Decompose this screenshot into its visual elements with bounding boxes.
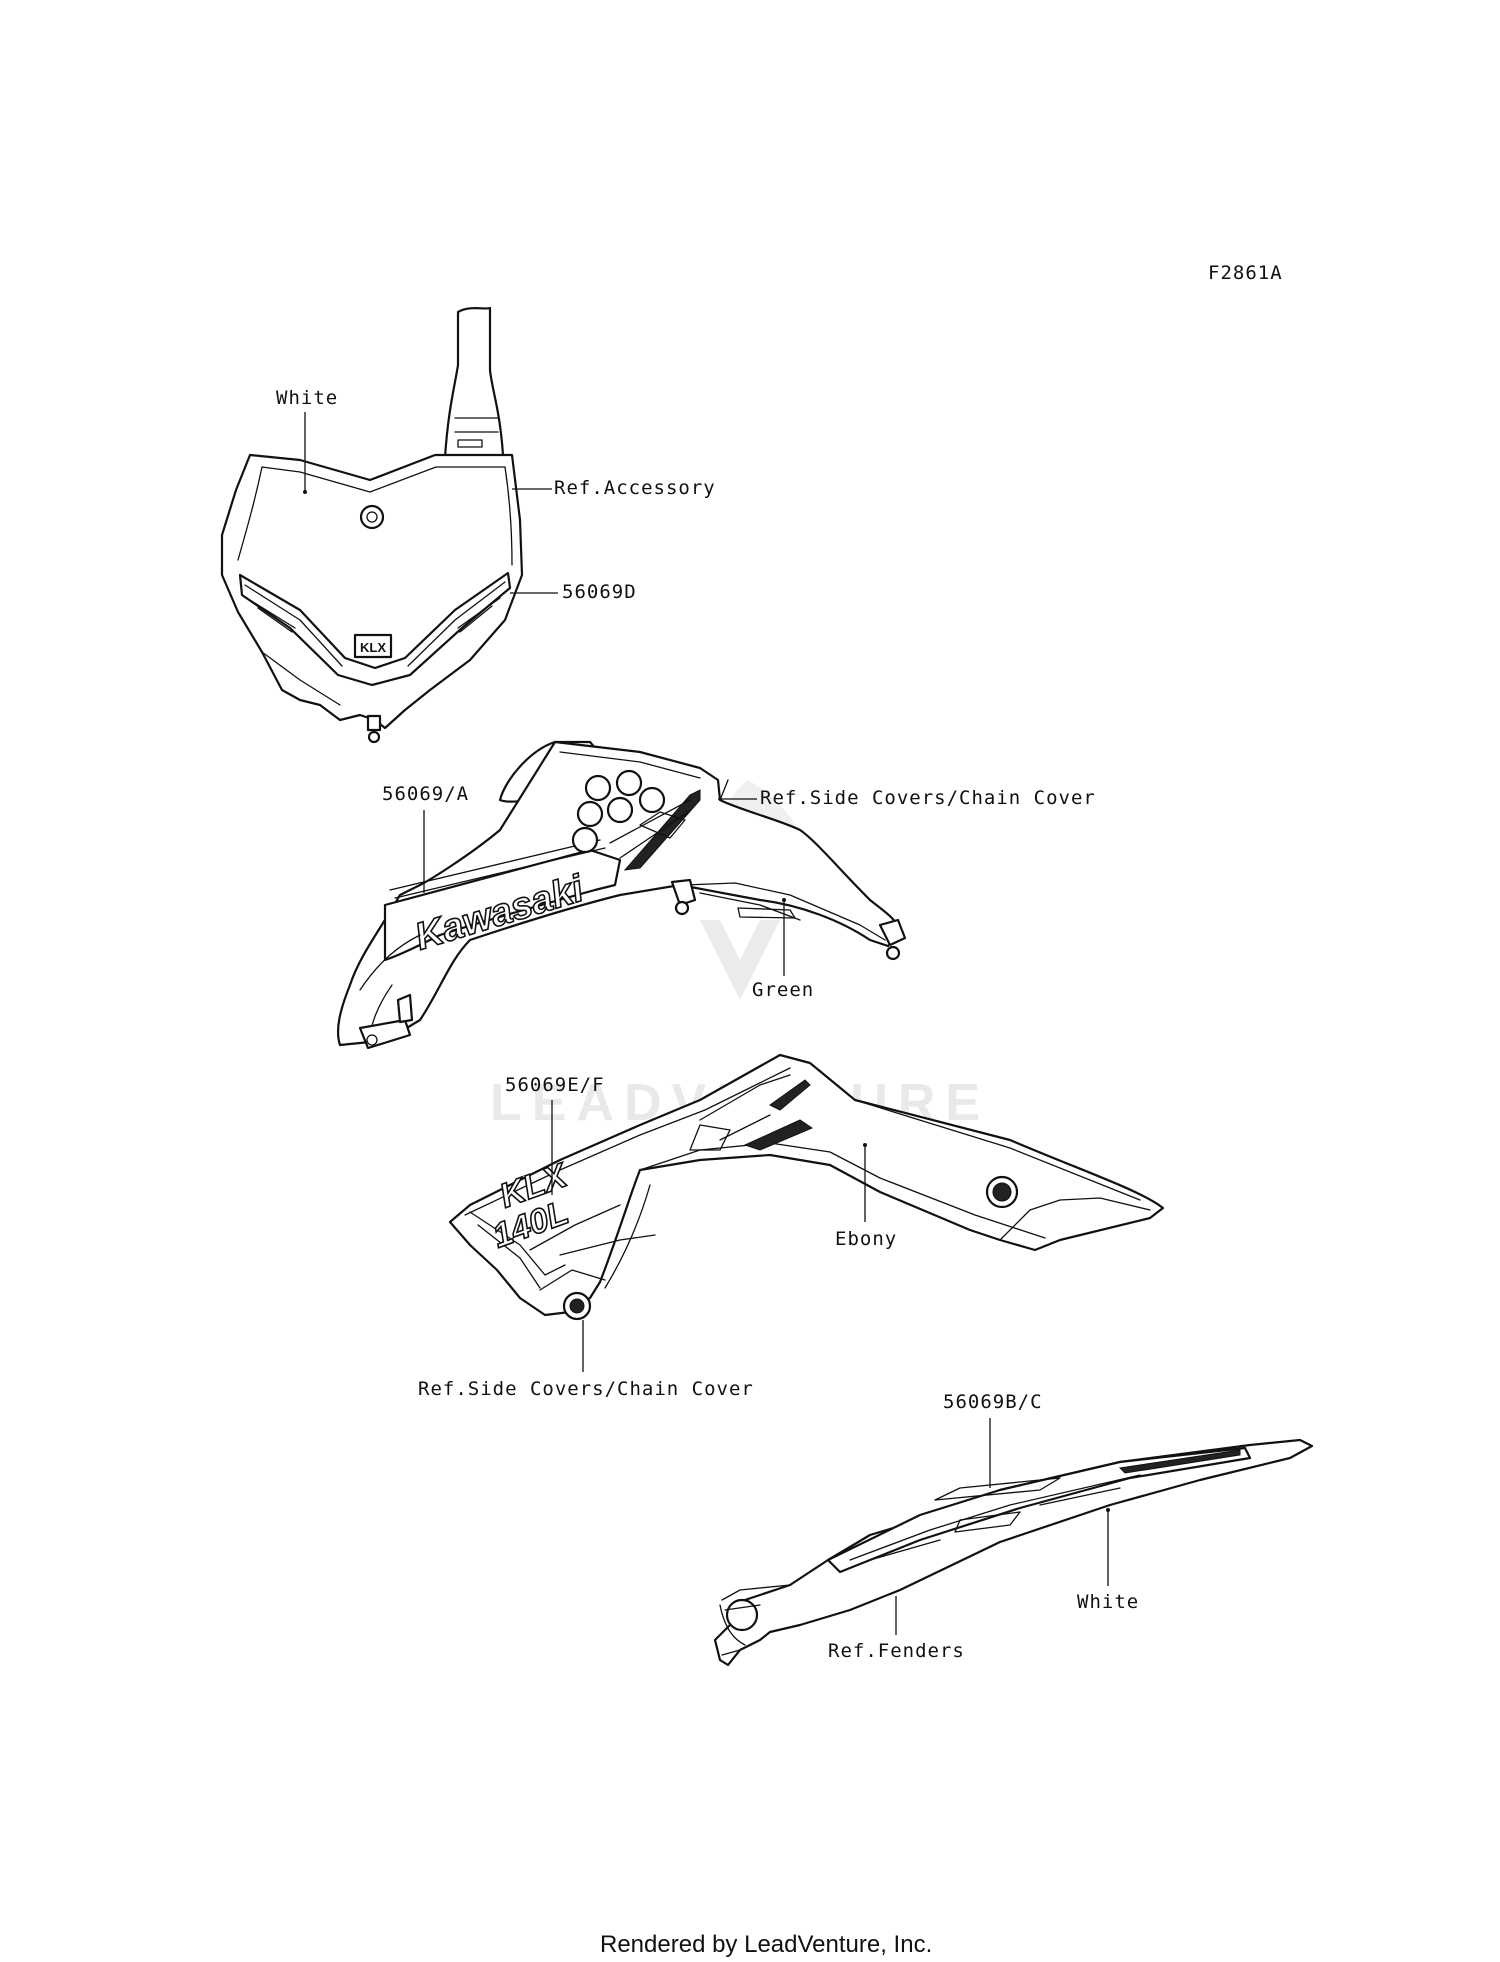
number-plate-callouts: White Ref.Accessory 56069D (276, 387, 716, 603)
callout-shroud-ref: Ref.Side Covers/Chain Cover (418, 1378, 754, 1400)
rear-fender (713, 1438, 1314, 1667)
callout-fender-color: White (1077, 1591, 1139, 1613)
watermark-logo-icon (700, 920, 780, 1000)
callout-number-plate-part: 56069D (562, 581, 637, 603)
number-plate-badge: KLX (360, 640, 386, 655)
rear-fender-callouts: 56069B/C White Ref.Fenders (828, 1391, 1139, 1662)
callout-fender-part: 56069B/C (943, 1391, 1043, 1413)
callout-fender-ref: Ref.Fenders (828, 1640, 965, 1662)
number-plate: KLX (220, 306, 524, 744)
callout-tank-color: Green (752, 979, 814, 1001)
tank-shroud-callouts: 56069/A Ref.Side Covers/Chain Cover Gree… (382, 783, 1096, 1001)
callout-shroud-part: 56069E/F (505, 1074, 605, 1096)
callout-number-plate-color: White (276, 387, 338, 409)
callout-tank-part: 56069/A (382, 783, 469, 805)
footer-credit: Rendered by LeadVenture, Inc. (600, 1931, 932, 1958)
radiator-shroud-callouts: 56069E/F Ebony Ref.Side Covers/Chain Cov… (418, 1074, 897, 1400)
callout-tank-ref: Ref.Side Covers/Chain Cover (760, 787, 1096, 809)
diagram-id: F2861A (1208, 262, 1283, 284)
callout-shroud-color: Ebony (835, 1228, 897, 1250)
callout-number-plate-ref: Ref.Accessory (554, 477, 716, 499)
